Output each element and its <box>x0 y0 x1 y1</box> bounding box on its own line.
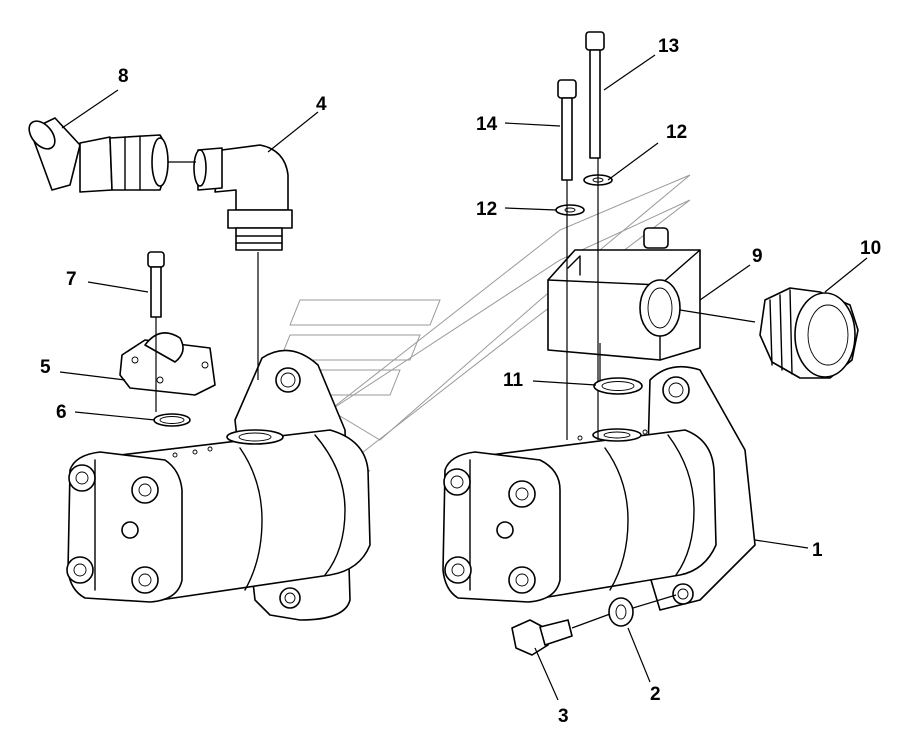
left-pump <box>66 349 371 621</box>
o-ring-right <box>593 377 643 395</box>
callout-12-lower: 12 <box>476 199 497 220</box>
callout-13: 13 <box>658 36 679 57</box>
callout-7: 7 <box>66 269 77 290</box>
callout-5: 5 <box>40 357 51 378</box>
callout-3: 3 <box>558 706 569 727</box>
elbow-fitting <box>193 144 293 251</box>
callout-2: 2 <box>650 684 661 705</box>
cap-screw-left <box>147 251 165 318</box>
callout-14: 14 <box>476 114 498 135</box>
callout-4: 4 <box>316 94 327 115</box>
o-ring-left <box>153 413 191 427</box>
cap-screw-long <box>585 31 605 159</box>
callout-1: 1 <box>812 540 823 561</box>
cap-screw-short <box>557 79 577 181</box>
flat-washer <box>608 597 634 627</box>
threaded-plug <box>759 287 859 379</box>
callout-12-upper: 12 <box>666 122 687 143</box>
right-pump <box>442 365 756 611</box>
callout-10: 10 <box>860 238 881 259</box>
port-guide-line <box>679 309 756 323</box>
bolt-guide-line <box>571 594 677 629</box>
valve-block <box>547 227 701 361</box>
callout-labels: 1 2 3 4 5 6 7 8 9 10 11 12 12 13 14 <box>40 36 881 727</box>
hex-bolt <box>511 619 573 656</box>
flange-adapter <box>119 332 216 396</box>
leader-lines <box>59 54 868 701</box>
callout-11: 11 <box>503 370 524 391</box>
callout-6: 6 <box>56 402 67 423</box>
callout-9: 9 <box>752 246 763 267</box>
angled-fitting <box>28 117 169 193</box>
callout-8: 8 <box>118 66 129 87</box>
washer-lower <box>555 204 585 216</box>
screw-guide-lines <box>566 158 601 440</box>
